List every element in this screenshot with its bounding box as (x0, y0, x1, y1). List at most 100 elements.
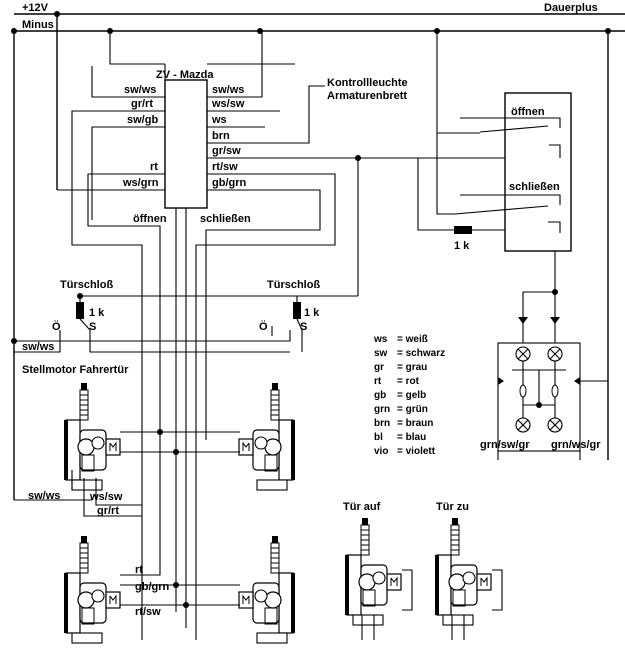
legend-meaning: = weiß (397, 334, 428, 345)
resistor-1k (454, 226, 472, 234)
switch-close-label: schließen (509, 181, 560, 193)
wire (91, 66, 165, 98)
wire (89, 342, 290, 353)
lock-resistor-label: 1 k (89, 307, 105, 319)
node (173, 449, 179, 455)
wire (83, 478, 142, 517)
ecu-pin-label: rt/sw (212, 161, 238, 173)
actuator-rear-left (63, 535, 121, 644)
ecu-right-wiring (195, 31, 505, 640)
wire-label-rt-sw: rt/sw (135, 606, 161, 618)
door-lock-right: Türschloß 1 k Ö S (259, 279, 320, 352)
ecu-title: ZV - Mazda (156, 69, 214, 81)
node (183, 602, 189, 608)
switch-blade (454, 205, 549, 215)
legend-code: grn (374, 404, 390, 415)
power-rails (11, 11, 625, 500)
lock-o-label: Ö (259, 320, 268, 333)
lamp-frame (497, 342, 581, 452)
wire (14, 330, 291, 342)
lamp-left-label: grn/sw/gr (480, 439, 530, 451)
legend-code: brn (374, 418, 390, 429)
ecu-pin-label: ws (211, 114, 227, 126)
wire (207, 85, 325, 144)
door-open-label: Tür auf (343, 501, 381, 513)
actuator-door-closed (434, 517, 492, 626)
lock-resistor-label: 1 k (304, 307, 320, 319)
wire (87, 173, 165, 440)
switch-contact (460, 117, 561, 128)
diode-icon (518, 317, 528, 324)
color-legend: ws = weiß sw = schwarz gr = grau rt = ro… (373, 334, 445, 457)
wire (91, 126, 165, 220)
switch-blade (479, 125, 549, 133)
wire (205, 189, 321, 440)
node (173, 582, 179, 588)
actuator-door-open (344, 517, 402, 626)
wire (436, 133, 455, 215)
ecu-pin-label: brn (212, 130, 230, 142)
actuator-wiring (14, 429, 240, 608)
legend-meaning: = violett (397, 446, 436, 457)
lamp-cluster (497, 289, 608, 460)
wire (109, 31, 165, 65)
ecu-pin-label: gb/grn (212, 177, 246, 189)
resistor-1k (76, 302, 84, 319)
actuator-rear-right (238, 535, 296, 644)
switch-contact (548, 221, 561, 233)
lock-s-label: S (300, 321, 307, 333)
diode-icon (550, 317, 560, 324)
stellmotor-label: Stellmotor Fahrertür (22, 364, 129, 376)
lock-s-label: S (89, 321, 96, 333)
resistor-label: 1 k (454, 240, 470, 252)
wire-label-gr-rt: gr/rt (97, 505, 119, 517)
actuator-front-right (238, 382, 296, 491)
legend-code: gr (374, 362, 384, 373)
node (157, 429, 163, 435)
ecu-left-wiring (57, 31, 187, 640)
lock-title: Türschloß (60, 279, 113, 291)
door-lock-left: Türschloß 1 k Ö S (11, 279, 358, 353)
wire (195, 173, 336, 640)
wire (207, 31, 263, 98)
lock-title: Türschloß (267, 279, 320, 291)
lamp-right-label: grn/ws/gr (551, 439, 601, 451)
ecu-pin-label: rt (150, 161, 158, 173)
armaturenbrett-label: Armaturenbrett (327, 90, 407, 102)
lock-o-label: Ö (52, 320, 61, 333)
legend-meaning: = blau (397, 432, 426, 443)
lamp-icon (515, 417, 531, 433)
legend-code: vio (374, 446, 388, 457)
switch-box: öffnen schließen 1 k (417, 31, 572, 292)
ecu-pin-label: sw/ws (212, 84, 244, 96)
diode-icon (574, 377, 580, 385)
node (77, 293, 83, 299)
legend-code: rt (374, 376, 382, 387)
legend-meaning: = schwarz (397, 348, 445, 359)
switch-blade (79, 318, 91, 331)
lamp-icon (515, 346, 531, 362)
diode-icon (498, 377, 504, 385)
wire (95, 478, 142, 506)
legend-meaning: = gelb (397, 390, 426, 401)
plus12v-label: +12V (22, 2, 49, 14)
wire (14, 342, 61, 353)
legend-code: ws (373, 334, 388, 345)
wire-label-gb-grn: gb/grn (135, 581, 169, 593)
switch-open-label: öffnen (511, 106, 545, 118)
ecu-open-label: öffnen (133, 213, 167, 225)
ecu-pin-label: sw/ws (124, 84, 156, 96)
door-closed-label: Tür zu (436, 501, 469, 513)
ecu-pin-label: sw/gb (127, 114, 158, 126)
switch-blade (296, 318, 303, 331)
wire (71, 110, 165, 640)
legend-meaning: = braun (397, 418, 433, 429)
legend-meaning: = rot (397, 376, 420, 387)
resistor-1k (293, 302, 301, 319)
lamp-icon (547, 346, 563, 362)
wire (71, 470, 92, 491)
ecu-close-label: schließen (200, 213, 251, 225)
switch-contact (549, 144, 561, 158)
wire (120, 440, 161, 576)
